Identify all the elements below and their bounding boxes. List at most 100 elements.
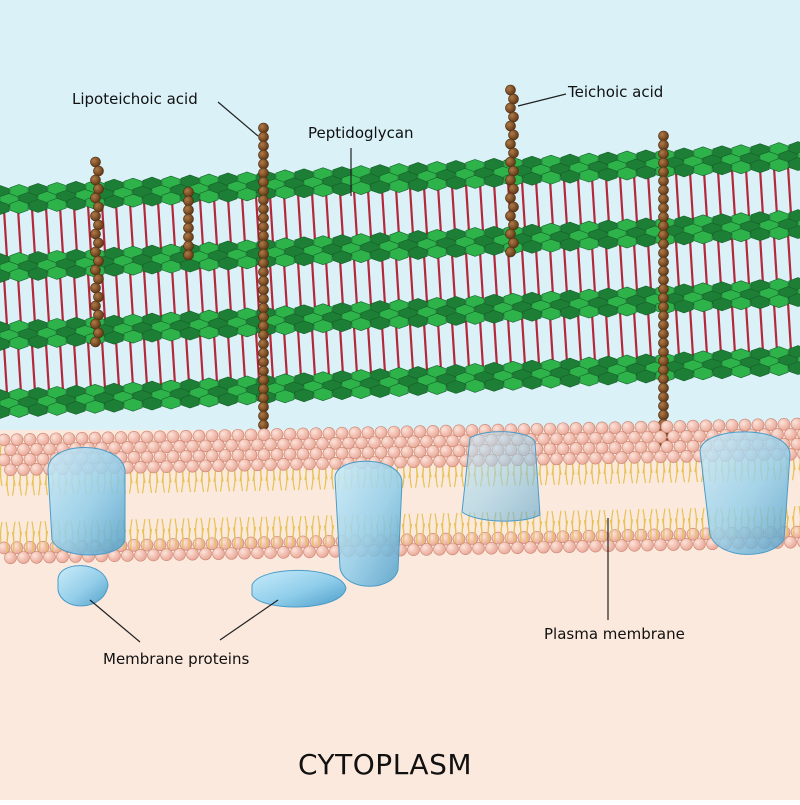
teichoic-bead xyxy=(506,175,516,185)
teichoic-bead xyxy=(509,220,519,230)
teichoic-bead xyxy=(509,238,519,248)
teichoic-bead xyxy=(259,159,269,169)
teichoic-bead xyxy=(659,311,669,321)
lipid-head xyxy=(447,455,459,467)
teichoic-bead xyxy=(259,339,269,349)
teichoic-bead xyxy=(659,365,669,375)
teichoic-bead xyxy=(184,196,194,206)
teichoic-bead xyxy=(259,384,269,394)
teichoic-bead xyxy=(91,283,101,293)
lipid-head xyxy=(200,548,212,560)
teichoic-bead xyxy=(659,383,669,393)
teichoic-bead xyxy=(659,401,669,411)
glycan-unit xyxy=(580,169,598,182)
teichoic-bead xyxy=(259,240,269,250)
teichoic-bead xyxy=(506,211,516,221)
glycan-unit xyxy=(751,160,769,173)
glycan-unit xyxy=(162,260,180,273)
teichoic-bead xyxy=(91,211,101,221)
glycan-unit xyxy=(371,249,389,262)
lipid-head xyxy=(616,452,628,464)
lipid-head xyxy=(590,540,602,552)
teichoic-bead xyxy=(659,194,669,204)
teichoic-bead xyxy=(509,184,519,194)
teichoic-bead xyxy=(659,392,669,402)
teichoic-bead xyxy=(659,176,669,186)
teichoic-bead xyxy=(259,222,269,232)
teichoic-bead xyxy=(506,157,516,167)
lipid-head xyxy=(200,460,212,472)
teichoic-bead xyxy=(259,303,269,313)
lipid-head xyxy=(525,541,537,553)
teichoic-bead xyxy=(259,123,269,133)
teichoic-bead xyxy=(91,175,101,185)
lipid-head xyxy=(681,450,693,462)
glycan-unit xyxy=(580,237,598,250)
plasma-membrane-label: Plasma membrane xyxy=(544,625,685,643)
lipid-head xyxy=(395,456,407,468)
lipid-head xyxy=(434,543,446,555)
teichoic-bead xyxy=(659,221,669,231)
lipid-head xyxy=(265,547,277,559)
teichoic-bead xyxy=(506,85,516,95)
teichoic-bead xyxy=(259,132,269,142)
teichoic-bead xyxy=(659,320,669,330)
teichoic-bead xyxy=(509,202,519,212)
peptidoglycan-label: Peptidoglycan xyxy=(308,124,414,142)
glycan-unit xyxy=(751,296,769,309)
membrane-protein xyxy=(48,448,125,556)
teichoic-bead xyxy=(659,338,669,348)
teichoic-bead xyxy=(91,265,101,275)
teichoic-bead xyxy=(659,356,669,366)
teichoic-bead xyxy=(259,141,269,151)
teichoic-bead xyxy=(91,193,101,203)
lipid-head xyxy=(642,451,654,463)
lipid-head xyxy=(278,546,290,558)
lipid-head xyxy=(187,460,199,472)
teichoic-bead xyxy=(259,168,269,178)
lipid-head xyxy=(5,464,17,476)
membrane-protein xyxy=(252,570,346,607)
teichoic-bead xyxy=(259,249,269,259)
lipid-head xyxy=(278,458,290,470)
teichoic-bead xyxy=(659,275,669,285)
lipid-head xyxy=(148,549,160,561)
teichoic-bead xyxy=(184,205,194,215)
teichoic-bead xyxy=(506,193,516,203)
teichoic-bead xyxy=(659,167,669,177)
lipid-head xyxy=(512,542,524,554)
teichoic-bead xyxy=(659,257,669,267)
lipid-head xyxy=(304,458,316,470)
teichoic-bead xyxy=(94,166,104,176)
teichoic-bead xyxy=(259,177,269,187)
teichoic-bead xyxy=(184,241,194,251)
teichoic-bead xyxy=(259,294,269,304)
teichoic-bead xyxy=(259,213,269,223)
teichoic-bead xyxy=(259,258,269,268)
teichoic-bead xyxy=(184,187,194,197)
lipid-head xyxy=(460,543,472,555)
teichoic-bead xyxy=(506,229,516,239)
lipid-head xyxy=(447,543,459,555)
lipid-head xyxy=(577,540,589,552)
lipid-head xyxy=(655,451,667,463)
teichoic-bead xyxy=(259,150,269,160)
membrane-protein xyxy=(462,432,540,522)
teichoic-bead xyxy=(659,374,669,384)
teichoic-bead xyxy=(91,319,101,329)
lipid-head xyxy=(239,459,251,471)
teichoic-bead xyxy=(509,112,519,122)
lipid-head xyxy=(551,541,563,553)
lipid-head xyxy=(174,548,186,560)
lipid-head xyxy=(252,547,264,559)
lipid-head xyxy=(174,460,186,472)
teichoic-bead xyxy=(659,230,669,240)
glycan-unit xyxy=(371,181,389,194)
teichoic-bead xyxy=(659,158,669,168)
lipid-head xyxy=(564,453,576,465)
teichoic-bead xyxy=(259,366,269,376)
lipoteichoic-acid-label: Lipoteichoic acid xyxy=(72,90,198,108)
membrane-protein xyxy=(700,432,790,555)
teichoic-bead xyxy=(184,232,194,242)
